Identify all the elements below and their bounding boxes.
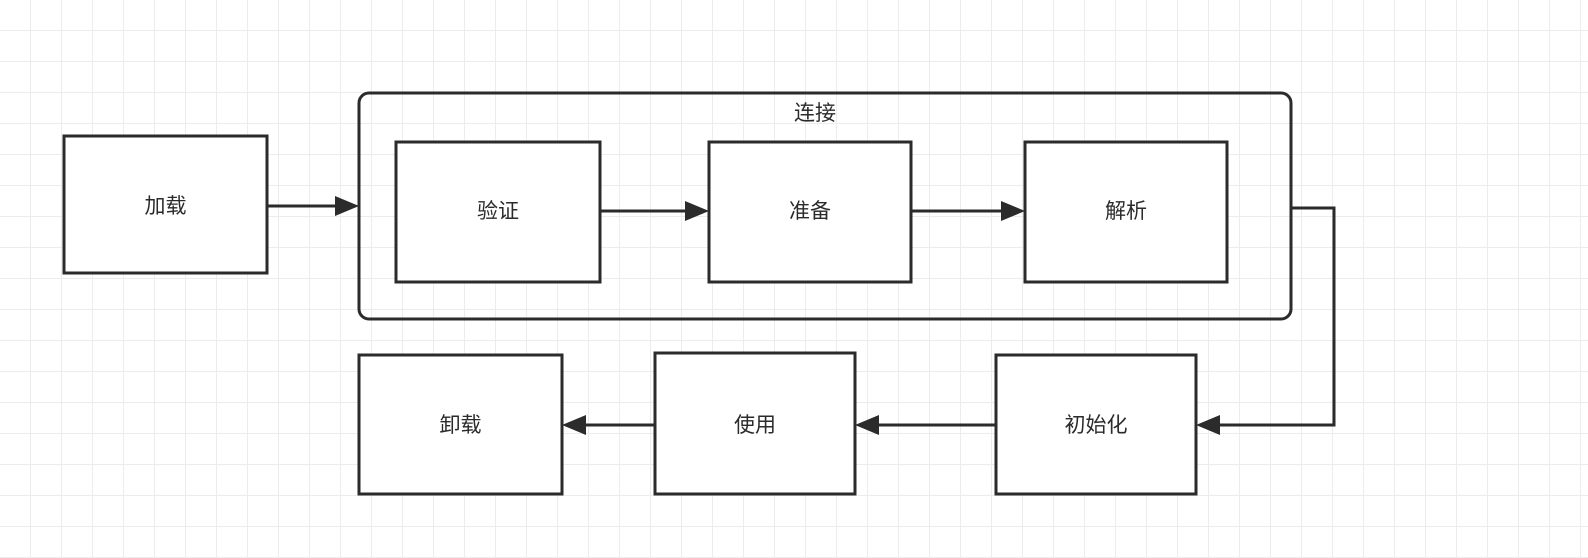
edge-load-to-connect-arrowhead xyxy=(335,196,359,216)
edge-connect-to-initialize-line xyxy=(1215,206,1336,427)
node-resolve-box xyxy=(1023,140,1229,284)
node-prepare-label: 准备 xyxy=(789,199,831,223)
edge-verify-to-prepare-arrowhead xyxy=(685,201,709,221)
edge-connect-to-initialize-arrowhead xyxy=(1196,415,1220,435)
node-verify-label: 验证 xyxy=(477,199,519,223)
edge-prepare-to-resolve-arrowhead xyxy=(1001,201,1025,221)
edge-connect-to-initialize[interactable] xyxy=(1196,206,1336,435)
node-use-label: 使用 xyxy=(734,413,776,437)
edge-initialize-to-use-arrowhead xyxy=(855,415,879,435)
node-resolve-label: 解析 xyxy=(1105,199,1147,223)
edge-initialize-to-use[interactable] xyxy=(855,415,996,435)
node-unload[interactable]: 卸载 xyxy=(357,353,564,496)
node-resolve[interactable]: 解析 xyxy=(1023,140,1229,284)
edge-use-to-unload[interactable] xyxy=(562,415,655,435)
node-load-box xyxy=(62,134,269,275)
node-load[interactable]: 加载 xyxy=(62,134,269,275)
node-prepare[interactable]: 准备 xyxy=(707,140,913,284)
node-verify-box xyxy=(394,140,602,284)
group-connect-label: 连接 xyxy=(794,101,836,125)
edge-load-to-connect[interactable] xyxy=(267,196,359,216)
node-initialize-label: 初始化 xyxy=(1065,413,1128,437)
node-unload-box xyxy=(357,353,564,496)
node-load-label: 加载 xyxy=(145,194,187,218)
node-use-box xyxy=(653,351,857,496)
node-verify[interactable]: 验证 xyxy=(394,140,602,284)
edge-prepare-to-resolve[interactable] xyxy=(911,201,1025,221)
node-unload-label: 卸载 xyxy=(440,413,482,437)
edge-verify-to-prepare[interactable] xyxy=(600,201,709,221)
node-initialize[interactable]: 初始化 xyxy=(994,353,1198,496)
edge-use-to-unload-arrowhead xyxy=(562,415,586,435)
node-use[interactable]: 使用 xyxy=(653,351,857,496)
